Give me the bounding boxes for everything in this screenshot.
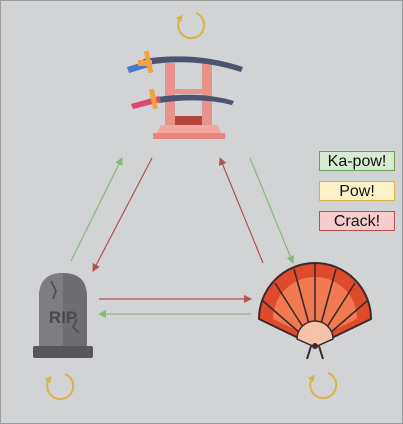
legend-item-pow: Pow! [319,181,395,201]
tombstone-text: RIP [49,308,77,327]
cycle-arrow-bottom-left [44,373,75,401]
edge-katana-to-tombstone [92,157,153,272]
edge-fan-to-katana [218,157,264,264]
cycle-arrow-top [175,12,206,40]
tombstone-icon: RIP [33,273,93,358]
edge-tombstone-to-katana [70,157,123,262]
hand-fan-icon [258,262,372,360]
edge-katana-to-fan [249,157,295,264]
katana-rack-icon [127,50,243,139]
legend-item-crack: Crack! [319,211,395,231]
cycle-arrow-bottom-right [307,372,338,400]
legend-item-ka-pow: Ka-pow! [319,151,395,171]
